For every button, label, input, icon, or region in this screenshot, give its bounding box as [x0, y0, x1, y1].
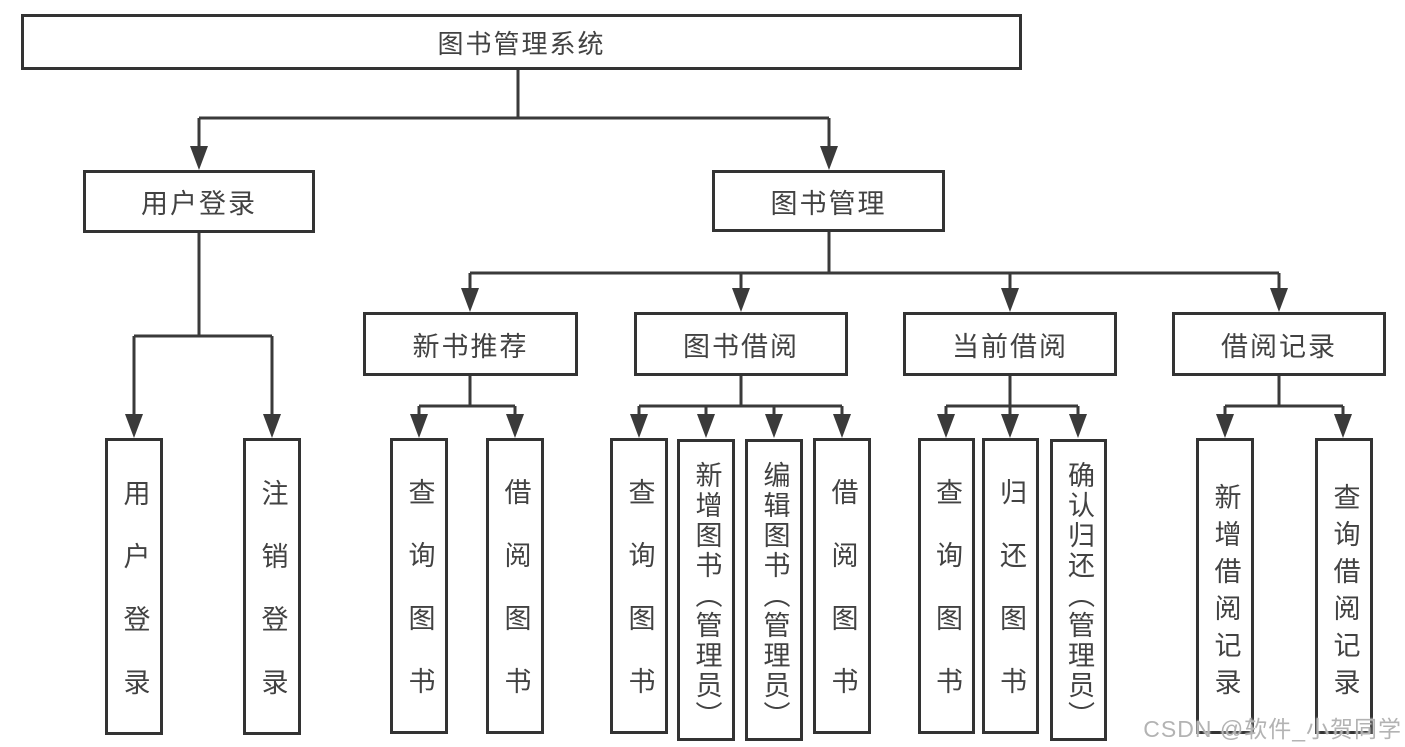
leaf-label: 用户登录 [119, 478, 150, 731]
node-book-borrowing: 图书借阅 [634, 312, 848, 376]
leaf-query-borrow-record: 查询借阅记录 [1315, 438, 1373, 734]
leaf-label: 新增图书（管理员） [691, 460, 722, 731]
leaf-label: 确认归还（管理员） [1064, 460, 1094, 731]
leaf-label: 借阅图书 [827, 478, 858, 730]
node-label: 当前借阅 [952, 331, 1068, 362]
leaf-query-books-current: 查询图书 [918, 438, 975, 734]
leaf-label: 编辑图书（管理员） [759, 460, 790, 731]
leaf-query-books-borrowing: 查询图书 [610, 438, 668, 734]
leaf-add-borrow-record: 新增借阅记录 [1196, 438, 1254, 734]
arrowheads [125, 146, 1352, 438]
leaf-return-books: 归还图书 [982, 438, 1039, 734]
leaf-query-books-recommend: 查询图书 [390, 438, 448, 734]
leaf-logout-login: 注销登录 [243, 438, 301, 735]
leaf-label: 查询图书 [404, 478, 435, 730]
leaf-label: 查询图书 [624, 478, 655, 730]
node-book-management: 图书管理 [712, 170, 945, 232]
node-label: 图书管理 [770, 188, 887, 219]
node-label: 用户登录 [141, 189, 257, 219]
leaf-label: 借阅图书 [500, 478, 531, 730]
leaf-label: 注销登录 [257, 478, 288, 731]
leaf-label: 查询图书 [932, 478, 962, 730]
node-current-borrowing: 当前借阅 [903, 312, 1117, 376]
leaf-add-books-admin: 新增图书（管理员） [677, 439, 735, 741]
leaf-user-login: 用户登录 [105, 438, 163, 735]
node-library-management-system: 图书管理系统 [21, 14, 1022, 70]
leaf-borrow-books-borrowing: 借阅图书 [813, 438, 871, 734]
leaf-label: 归还图书 [996, 478, 1026, 730]
leaf-borrow-books-recommend: 借阅图书 [486, 438, 544, 734]
leaf-edit-books-admin: 编辑图书（管理员） [745, 439, 803, 741]
node-label: 新书推荐 [412, 331, 529, 362]
leaf-confirm-return-admin: 确认归还（管理员） [1050, 439, 1107, 741]
leaf-label: 新增借阅记录 [1210, 483, 1241, 705]
node-new-book-recommend: 新书推荐 [363, 312, 578, 376]
leaf-label: 查询借阅记录 [1329, 483, 1360, 705]
csdn-watermark: CSDN @软件_小贺同学 [1143, 716, 1402, 742]
node-label: 图书管理系统 [437, 28, 606, 59]
node-label: 图书借阅 [683, 331, 799, 362]
node-label: 借阅记录 [1221, 331, 1337, 362]
node-user-login: 用户登录 [83, 170, 315, 233]
node-borrowing-records: 借阅记录 [1172, 312, 1386, 376]
